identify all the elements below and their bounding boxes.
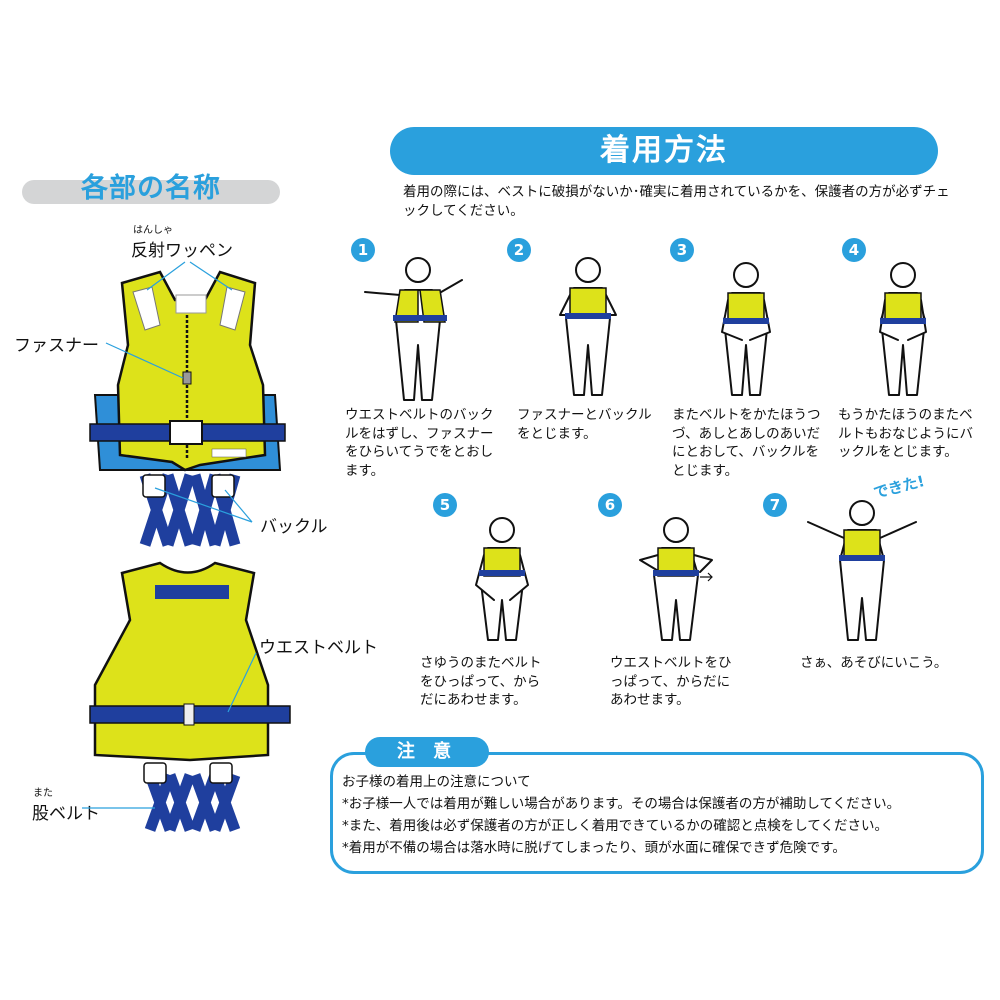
- caution-line-2: *お子様一人では着用が難しい場合があります。その場合は保護者の方が補助してくださ…: [342, 796, 901, 812]
- crotch-belt-label: 股ベルト: [32, 804, 100, 824]
- step-2-number: 2: [507, 238, 531, 262]
- step-7-text: さぁ、あそびにいこう。: [800, 655, 948, 671]
- how-to-wear-title: 着用方法: [390, 127, 938, 175]
- buckle-label: バックル: [260, 517, 328, 537]
- caution-title: 注 意: [365, 737, 489, 767]
- step-4-text: もうかたほうのまたベルトもおなじようにバックルをとじます。: [838, 407, 973, 460]
- front-vest-illustration: [89, 261, 286, 547]
- caution-line-4: *着用が不備の場合は落水時に脱げてしまったり、頭が水面に確保できず危険です。: [342, 840, 846, 856]
- reflector-label: 反射ワッペン: [131, 241, 233, 261]
- crotch-ruby: また: [33, 788, 53, 799]
- caution-box: [330, 752, 984, 874]
- step-figures: [364, 257, 927, 641]
- reflector-right: [219, 286, 246, 331]
- parts-section-title: 各部の名称: [81, 173, 221, 204]
- caution-line-1: お子様の着用上の注意について: [342, 774, 531, 790]
- fastener-label: ファスナー: [14, 336, 99, 356]
- waist-belt-label: ウエストベルト: [259, 638, 378, 658]
- buckle-front: [169, 420, 203, 445]
- section-header-bar: [22, 180, 280, 204]
- step-6-text: ウエストベルトをひっぱって、からだにあわせます。: [610, 655, 732, 708]
- step-1-text: ウエストベルトのバックルをはずし、ファスナーをひらいてうでをとおします。: [345, 407, 494, 479]
- reflector-left: [132, 286, 161, 331]
- caution-line-3: *また、着用後は必ず保護者の方が正しく着用できているかの確認と点検をしてください…: [342, 818, 888, 834]
- back-vest-illustration: [82, 561, 291, 832]
- step-7-number: 7: [763, 493, 787, 517]
- step-5-text: さゆうのまたベルトをひっぱって、からだにあわせます。: [420, 655, 542, 708]
- step-2-text: ファスナーとバックルをとじます。: [517, 407, 652, 442]
- reflector-ruby: はんしゃ: [133, 225, 173, 236]
- step-5-number: 5: [433, 493, 457, 517]
- step-3-text: またベルトをかたほうつづ、あしとあしのあいだにとおして、バックルをとじます。: [672, 407, 821, 479]
- step-3-number: 3: [670, 238, 694, 262]
- step-4-number: 4: [842, 238, 866, 262]
- step-6-number: 6: [598, 493, 622, 517]
- intro-text: 着用の際には、ベストに破損がないか･確実に着用されているかを、保護者の方が必ずチ…: [403, 184, 950, 219]
- step-1-number: 1: [351, 238, 375, 262]
